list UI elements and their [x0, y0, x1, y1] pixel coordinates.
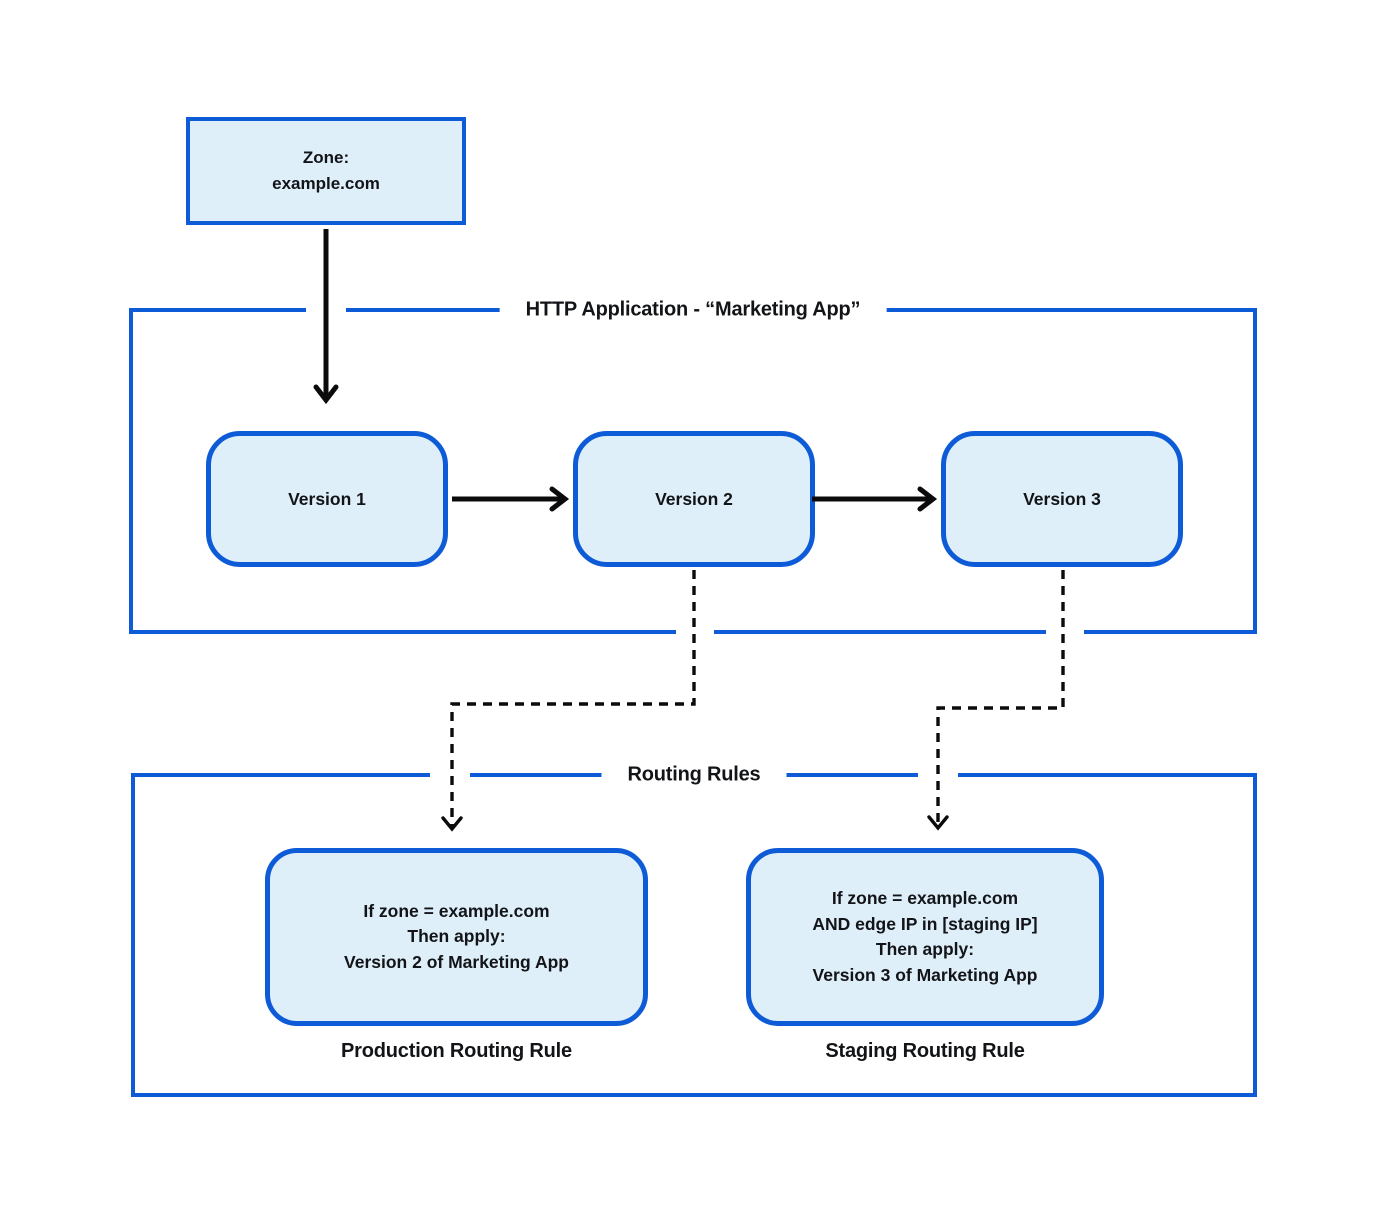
production-rule-caption: Production Routing Rule: [341, 1040, 572, 1062]
routing-rules-title: Routing Rules: [601, 761, 787, 789]
border-gap-version3-connector: [1046, 626, 1084, 642]
border-gap-staging-connector: [918, 767, 958, 783]
staging-rule-caption: Staging Routing Rule: [825, 1040, 1025, 1062]
production-rule-box: If zone = example.com Then apply: Versio…: [265, 848, 648, 1026]
version-2-label: Version 2: [655, 488, 733, 509]
staging-rule-box: If zone = example.com AND edge IP in [st…: [746, 848, 1104, 1026]
version-3-label: Version 3: [1023, 488, 1101, 509]
production-rule-text: If zone = example.com Then apply: Versio…: [344, 900, 569, 972]
version-1-label: Version 1: [288, 488, 366, 509]
staging-rule-text: If zone = example.com AND edge IP in [st…: [812, 888, 1038, 985]
version-2-box: Version 2: [573, 431, 815, 567]
zone-label: Zone: example.com: [272, 148, 380, 193]
version-3-box: Version 3: [941, 431, 1183, 567]
zone-box: Zone: example.com: [186, 117, 466, 225]
version-1-box: Version 1: [206, 431, 448, 567]
border-gap-version2-connector: [676, 626, 714, 642]
border-gap-zone-arrow: [306, 302, 346, 318]
http-application-title: HTTP Application - “Marketing App”: [499, 296, 887, 324]
border-gap-production-connector: [430, 767, 470, 783]
